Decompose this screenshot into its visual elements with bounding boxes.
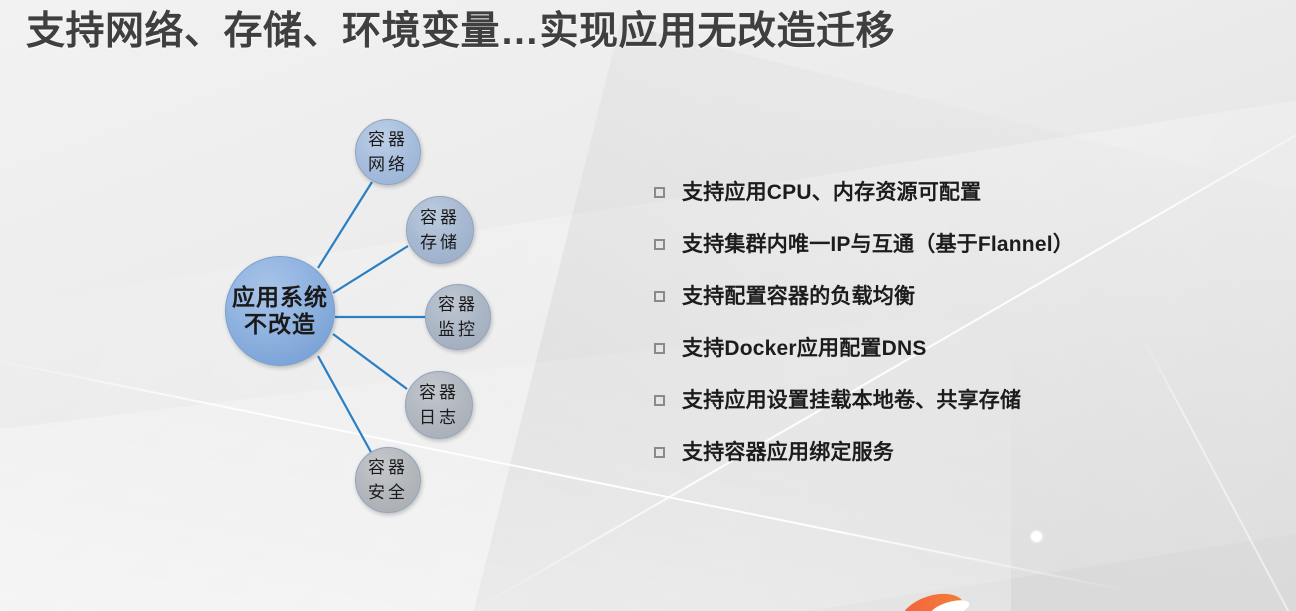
node-container-network-label-line2: 网络 [368, 155, 408, 174]
connector-to-container-log [332, 333, 408, 390]
connector-to-container-storage [332, 245, 409, 294]
node-container-log-label-line1: 容器 [419, 383, 459, 402]
connector-to-container-network [317, 181, 373, 269]
node-container-log[interactable]: 容器 日志 [405, 371, 473, 439]
hollow-square-bullet-icon [654, 395, 665, 406]
node-center-application-system[interactable]: 应用系统 不改造 [225, 256, 335, 366]
hollow-square-bullet-icon [654, 447, 665, 458]
hub-and-spoke-diagram: 应用系统 不改造 容器 网络 容器 存储 容器 监控 容器 日志 容器 安全 [0, 0, 640, 611]
bullet-item: 支持容器应用绑定服务 [654, 438, 1254, 490]
node-container-monitor[interactable]: 容器 监控 [425, 284, 491, 350]
node-container-security-label-line2: 安全 [368, 483, 408, 502]
connector-group [317, 181, 425, 455]
hollow-square-bullet-icon [654, 343, 665, 354]
bullet-item: 支持应用设置挂载本地卷、共享存储 [654, 386, 1254, 438]
connector-lines [317, 181, 425, 455]
node-center-label-line2: 不改造 [244, 311, 316, 337]
hollow-square-bullet-icon [654, 187, 665, 198]
node-container-security[interactable]: 容器 安全 [355, 447, 421, 513]
node-container-security-label-line1: 容器 [368, 458, 408, 477]
bullet-item-label: 支持配置容器的负载均衡 [682, 285, 916, 308]
bullet-item-label: 支持容器应用绑定服务 [682, 441, 894, 464]
bullet-item-label: 支持应用设置挂载本地卷、共享存储 [682, 389, 1022, 412]
node-center-label-line1: 应用系统 [232, 284, 328, 310]
bullet-item-label: 支持Docker应用配置DNS [682, 337, 927, 360]
hollow-square-bullet-icon [654, 239, 665, 250]
bullet-item: 支持Docker应用配置DNS [654, 334, 1254, 386]
white-dot-decoration [1031, 531, 1042, 542]
feature-bullet-list: 支持应用CPU、内存资源可配置 支持集群内唯一IP与互通（基于Flannel） … [654, 178, 1254, 490]
node-container-network-label-line1: 容器 [368, 130, 408, 149]
node-container-monitor-label-line1: 容器 [438, 295, 478, 314]
bullet-item: 支持配置容器的负载均衡 [654, 282, 1254, 334]
node-container-storage[interactable]: 容器 存储 [406, 196, 474, 264]
slide-title: 支持网络、存储、环境变量…实现应用无改造迁移 [26, 10, 896, 53]
node-container-network[interactable]: 容器 网络 [355, 119, 421, 185]
connector-to-container-security [317, 355, 373, 455]
bullet-item: 支持应用CPU、内存资源可配置 [654, 178, 1254, 230]
bullet-item: 支持集群内唯一IP与互通（基于Flannel） [654, 230, 1254, 282]
bullet-item-label: 支持集群内唯一IP与互通（基于Flannel） [682, 233, 1074, 256]
hollow-square-bullet-icon [654, 291, 665, 302]
node-container-storage-label-line1: 容器 [420, 208, 460, 227]
bullet-item-label: 支持应用CPU、内存资源可配置 [682, 181, 982, 204]
node-container-storage-label-line2: 存储 [420, 233, 460, 252]
node-container-log-label-line2: 日志 [419, 408, 459, 427]
node-container-monitor-label-line2: 监控 [438, 320, 478, 339]
